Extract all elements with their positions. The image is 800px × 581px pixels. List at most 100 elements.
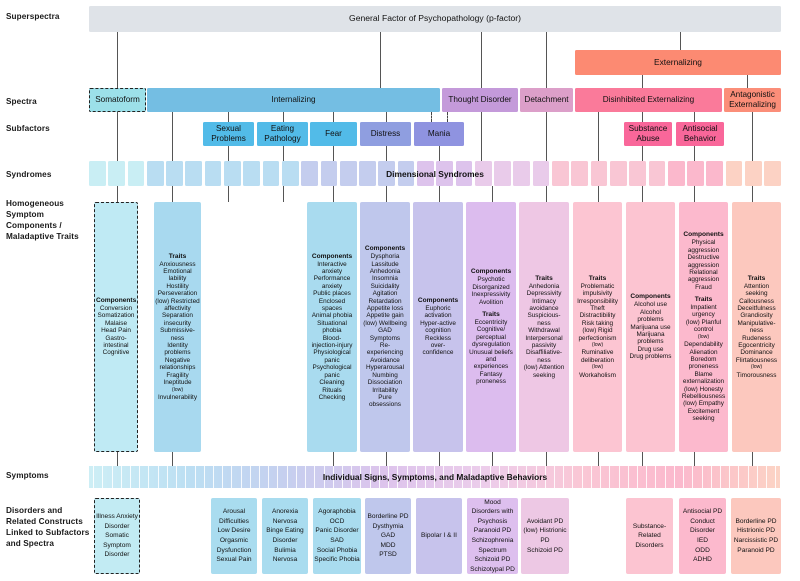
syndrome-cell[interactable] [224,161,241,186]
syndrome-cell[interactable] [417,161,434,186]
spectrum-disinhibited-externalizing[interactable]: Disinhibited Externalizing [575,88,722,112]
syndrome-cell[interactable] [629,161,646,186]
connector-internalizing-eating [283,112,285,122]
syndrome-cell[interactable] [532,161,550,186]
syndrome-cell[interactable] [590,161,608,186]
disorder-item: Related [638,532,661,540]
symptom-stripe [98,466,104,488]
component-group-heading: Traits [588,274,607,282]
subfactor-antisocial-behavior[interactable]: Antisocial Behavior [676,122,724,146]
symptom-stripe [411,466,417,488]
syndrome-cell[interactable] [552,161,569,186]
syndrome-cell[interactable] [494,161,511,186]
syndrome-cell[interactable] [455,161,473,186]
syndrome-cell[interactable] [281,161,299,186]
symptom-stripe [177,466,182,488]
connector-syn-mania [439,186,441,202]
symptom-stripe [684,466,689,488]
syndrome-cell[interactable] [320,161,338,186]
syndrome-cell[interactable] [127,161,145,186]
component-item: Hyper-active [420,319,456,327]
subfactor-substance-abuse[interactable]: Substance Abuse [624,122,672,146]
syndrome-cell[interactable] [436,161,453,186]
syndrome-cell[interactable] [262,161,280,186]
syndrome-cell[interactable] [474,161,492,186]
syndrome-cell[interactable] [339,161,357,186]
symptom-stripe [715,466,721,488]
component-group-heading: Components [470,268,512,276]
symptom-stripe [605,466,611,488]
symptom-stripe [508,466,514,488]
syndrome-cell[interactable] [513,161,531,186]
subfactor-eating-pathology[interactable]: Eating Pathology [257,122,308,146]
symptom-stripe [416,466,421,488]
syndrome-cell[interactable] [359,161,376,186]
syndrome-cell[interactable] [725,161,743,186]
disorder-column-mania-disorders[interactable]: Bipolar I & II [416,498,462,574]
syndrome-cell[interactable] [378,161,396,186]
syndrome-cell[interactable] [243,161,261,186]
spectrum-thought-disorder[interactable]: Thought Disorder [442,88,518,112]
symptom-stripe [739,466,744,488]
symptom-stripe [282,466,288,488]
syndrome-cell[interactable] [609,161,627,186]
spectrum-internalizing[interactable]: Internalizing [147,88,440,112]
spectrum-somatoform[interactable]: Somatoform [89,88,146,112]
syndrome-cell[interactable] [204,161,222,186]
component-item: proneness [476,378,506,386]
syndrome-cell[interactable] [764,161,781,186]
syndrome-cell[interactable] [745,161,762,186]
spectrum-antagonistic-externalizing[interactable]: Antagonistic Externalizing [724,88,781,112]
component-item: Disorganized [472,283,510,291]
syndrome-cell[interactable] [185,161,203,186]
component-item: Negative [164,356,191,364]
subfactor-sexual-problems[interactable]: Sexual Problems [203,122,254,146]
syndrome-cell[interactable] [571,161,589,186]
symptom-stripe [310,466,316,488]
syndrome-cell[interactable] [667,161,685,186]
spectrum-detachment[interactable]: Detachment [520,88,573,112]
syndrome-cell[interactable] [146,161,164,186]
syndrome-cell[interactable] [687,161,704,186]
syndrome-cell[interactable] [89,161,106,186]
subfactor-distress[interactable]: Distress [360,122,411,146]
disorder-item: Substance- [632,522,667,530]
syndrome-cell[interactable] [706,161,724,186]
superspectra-child-externalizing[interactable]: Externalizing [575,50,781,75]
subfactor-fear[interactable]: Fear [310,122,357,146]
superspectra-general-factor[interactable]: General Factor of Psychopathology (p-fac… [89,6,781,32]
component-item: Cognitive [102,349,130,357]
component-item: Submissive- [160,327,195,335]
subfactor-mania[interactable]: Mania [414,122,464,146]
component-item: Attention [743,282,770,290]
symptom-stripe [577,466,583,488]
syndrome-cell[interactable] [301,161,318,186]
syndrome-cell[interactable] [648,161,666,186]
syndrome-cell[interactable] [166,161,183,186]
symptom-stripe [420,466,426,488]
syndrome-cell[interactable] [397,161,415,186]
component-item: Avolition [478,298,504,306]
syndrome-cell[interactable] [108,161,125,186]
